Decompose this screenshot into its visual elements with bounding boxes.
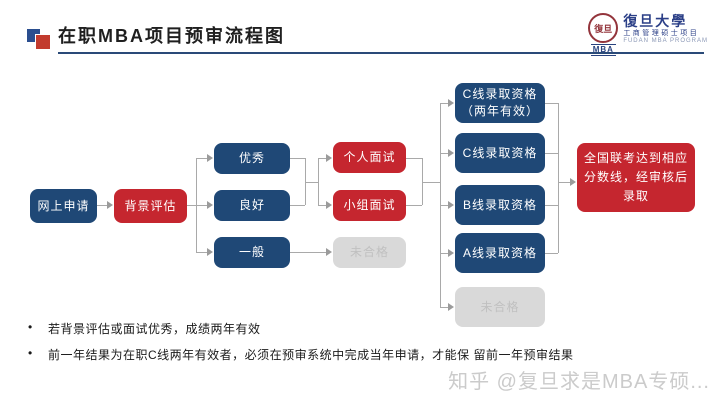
logo-seal-column: 復旦 MBA <box>588 13 619 56</box>
connector-line <box>545 253 558 254</box>
logo-university-name: 復旦大學 <box>623 13 688 29</box>
node-final-admission: 全国联考达到相应分数线，经审核后录取 <box>577 143 695 212</box>
connector-line <box>440 307 449 308</box>
logo-program-name-cn: 工商管理硕士项目 <box>623 29 700 37</box>
connector-line <box>422 158 423 205</box>
connector-line <box>196 252 208 253</box>
logo-mba-label: MBA <box>590 44 616 56</box>
fudan-mba-logo: 復旦 MBA 復旦大學 工商管理硕士项目 FUDAN MBA PROGRAM <box>588 13 708 56</box>
arrowhead-icon <box>448 201 454 209</box>
node-good: 良好 <box>214 190 290 221</box>
logo-text-block: 復旦大學 工商管理硕士项目 FUDAN MBA PROGRAM <box>623 13 708 45</box>
node-b-line: B线录取资格 <box>455 185 545 225</box>
arrowhead-icon <box>207 248 213 256</box>
node-a-line: A线录取资格 <box>455 233 545 273</box>
node-c-line-two-year: C线录取资格 （两年有效） <box>455 83 545 123</box>
connector-line <box>406 205 422 206</box>
arrowhead-icon <box>448 99 454 107</box>
connector-line <box>440 153 449 154</box>
connector-line <box>318 158 327 159</box>
connector-line <box>196 205 208 206</box>
node-not-qualified-mid: 未合格 <box>333 237 406 268</box>
footnote-item: • 前一年结果为在职C线两年有效者，必须在预审系统中完成当年申请，才能保 留前一… <box>28 346 648 363</box>
node-average: 一般 <box>214 237 290 268</box>
bullet-icon: • <box>28 346 33 360</box>
arrowhead-icon <box>448 149 454 157</box>
node-c-line-two-year-line1: C线录取资格 <box>462 87 538 102</box>
connector-line <box>187 205 196 206</box>
arrowhead-icon <box>207 201 213 209</box>
arrowhead-icon <box>326 201 332 209</box>
connector-line <box>545 205 558 206</box>
node-not-qualified-right: 未合格 <box>455 287 545 327</box>
connector-line <box>290 158 305 159</box>
node-online-application: 网上申请 <box>30 189 97 223</box>
connector-line <box>440 253 449 254</box>
zhihu-watermark: 知乎 @复旦求是MBA专硕... <box>448 371 710 393</box>
connector-line <box>422 182 440 183</box>
node-background-evaluation: 背景评估 <box>114 189 187 223</box>
node-c-line-two-year-line2: （两年有效） <box>460 104 539 118</box>
connector-line <box>290 252 327 253</box>
connector-line <box>196 158 208 159</box>
title-bullet-red-square <box>35 34 51 50</box>
footnotes: • 若背景评估或面试优秀，成绩两年有效 • 前一年结果为在职C线两年有效者，必须… <box>28 320 648 372</box>
connector-line <box>440 103 449 104</box>
bullet-icon: • <box>28 320 33 334</box>
arrowhead-icon <box>448 303 454 311</box>
footnote-text: 若背景评估或面试优秀，成绩两年有效 <box>48 322 261 336</box>
connector-line <box>305 158 306 205</box>
arrowhead-icon <box>207 154 213 162</box>
footnote-text: 前一年结果为在职C线两年有效者，必须在预审系统中完成当年申请，才能保 留前一年预… <box>48 348 574 362</box>
node-group-interview: 小组面试 <box>333 190 406 221</box>
arrowhead-icon <box>326 248 332 256</box>
node-excellent: 优秀 <box>214 143 290 174</box>
connector-line <box>290 205 305 206</box>
connector-line <box>545 153 558 154</box>
fudan-seal-icon: 復旦 <box>588 13 619 43</box>
connector-line <box>558 182 571 183</box>
title-underline <box>58 52 704 54</box>
page-title: 在职MBA项目预审流程图 <box>58 26 285 46</box>
connector-line <box>545 103 558 104</box>
connector-line <box>440 205 449 206</box>
arrowhead-icon <box>326 154 332 162</box>
connector-line <box>305 182 318 183</box>
node-personal-interview: 个人面试 <box>333 142 406 173</box>
connector-line <box>406 158 422 159</box>
connector-line <box>196 158 197 252</box>
connector-line <box>440 103 441 307</box>
connector-line <box>97 205 108 206</box>
arrowhead-icon <box>570 178 576 186</box>
logo-program-name-en: FUDAN MBA PROGRAM <box>623 38 708 45</box>
node-c-line: C线录取资格 <box>455 133 545 173</box>
connector-line <box>318 205 327 206</box>
arrowhead-icon <box>448 249 454 257</box>
arrowhead-icon <box>107 201 113 209</box>
footnote-item: • 若背景评估或面试优秀，成绩两年有效 <box>28 320 648 337</box>
connector-line <box>318 158 319 205</box>
connector-line <box>558 103 559 253</box>
